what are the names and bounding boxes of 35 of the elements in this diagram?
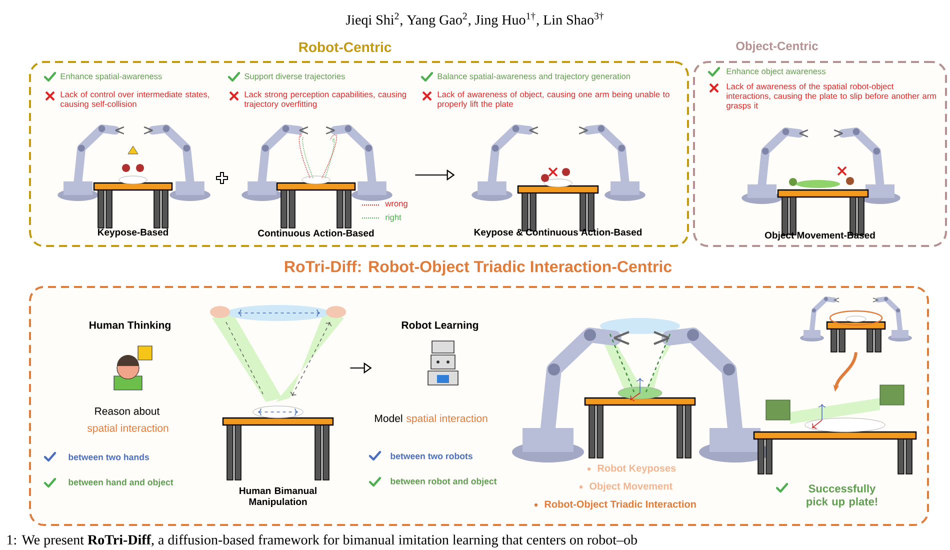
- limitation-text: Lack of awareness of object, causing one arm being unable to properly lift the plate: [438, 91, 670, 109]
- legend-text: wrong: [385, 202, 408, 208]
- method-caption: Continuous Action-Based: [258, 230, 374, 236]
- advantage-text: Support diverse trajectories: [244, 73, 345, 81]
- highlight-text: spatial interaction: [87, 424, 168, 434]
- panel-heading: Robot-Centric: [299, 42, 392, 52]
- result-text: Successfully pick up plate!: [806, 484, 878, 508]
- panel-heading: Object-Centric: [736, 41, 818, 53]
- limitation-text: Lack of awareness of the spatial robot-object interactions, causing the plate to slip before another arm grasps it: [726, 83, 936, 110]
- robot-scene-drawing: [800, 296, 912, 352]
- highlight-text: spatial interaction: [406, 414, 488, 424]
- bullet-item: Robot Keyposes: [598, 464, 676, 474]
- advantage-text: Enhance spatial-awareness: [60, 73, 162, 81]
- method-caption: Object Movement-Based: [764, 232, 875, 240]
- body-text: Reason about: [95, 407, 160, 415]
- limitation-text: Lack strong perception capabilities, causing trajectory overfitting: [244, 91, 406, 109]
- author-list: Jieqi Shi$^{2}$, Yang Gao$^{2}$, Jing Huo$^{1†}$, Lin Shao$^{3†}$: [346, 12, 604, 28]
- interaction-item: between two robots: [390, 452, 472, 460]
- method-caption: Keypose-Based: [98, 228, 168, 238]
- panel-heading: RoTri-Diff: Robot-Object Triadic Interaction-Centric: [285, 260, 672, 276]
- interaction-item: between hand and object: [68, 478, 174, 488]
- section-heading: Robot Learning: [402, 321, 478, 331]
- scene-caption: Human Bimanual Manipulation: [240, 487, 316, 507]
- method-caption: Keypose & Continuous Action-Based: [474, 228, 642, 238]
- advantage-text: Enhance object awareness: [726, 68, 826, 76]
- figure-caption: 1: We present RoTri-Diff, a diffusion-based framework for bimanual imitation learning that centers on robot–ob: [7, 534, 637, 548]
- interaction-item: between robot and object: [390, 478, 497, 486]
- interaction-item: between two hands: [68, 454, 149, 460]
- advantage-text: Balance spatial-awareness and trajectory generation: [438, 73, 630, 81]
- bullet-item: Robot-Object Triadic Interaction: [544, 500, 696, 510]
- limitation-text: Lack of control over intermediate states, causing self-collision: [60, 91, 209, 109]
- legend-text: right: [386, 214, 402, 222]
- body-text: Model: [375, 414, 402, 422]
- bullet-item: Object Movement: [590, 482, 672, 492]
- section-heading: Human Thinking: [90, 321, 170, 331]
